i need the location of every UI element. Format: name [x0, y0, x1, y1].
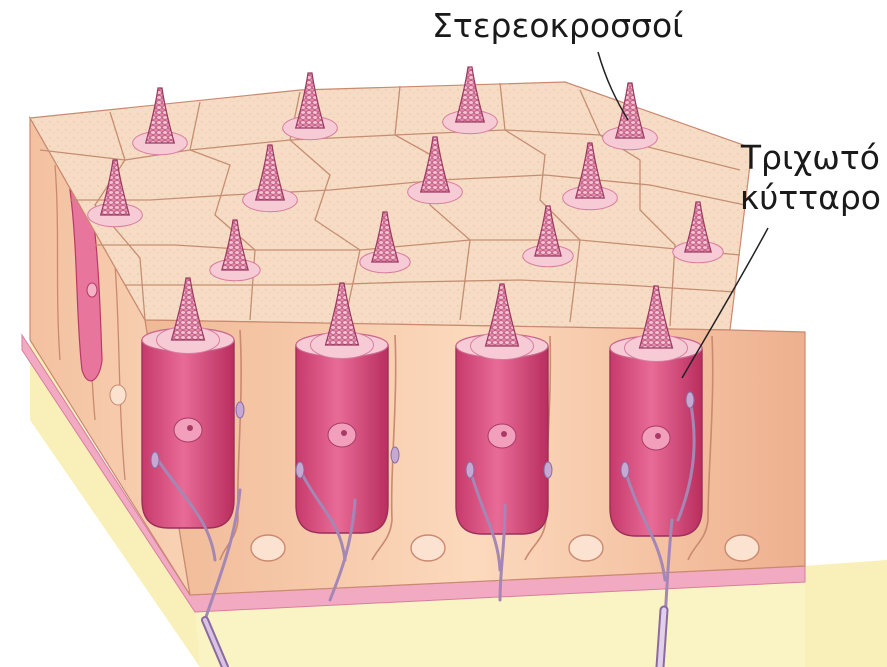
- top-surface: [30, 82, 752, 330]
- hair-cell-label-line2: κύτταρο: [740, 178, 881, 218]
- stereocilia-label: Στερεοκροσσοί: [432, 6, 683, 46]
- hair-cell-label-line1: Τριχωτό: [740, 138, 881, 178]
- hair-cell-label: Τριχωτό κύτταρο: [740, 138, 881, 218]
